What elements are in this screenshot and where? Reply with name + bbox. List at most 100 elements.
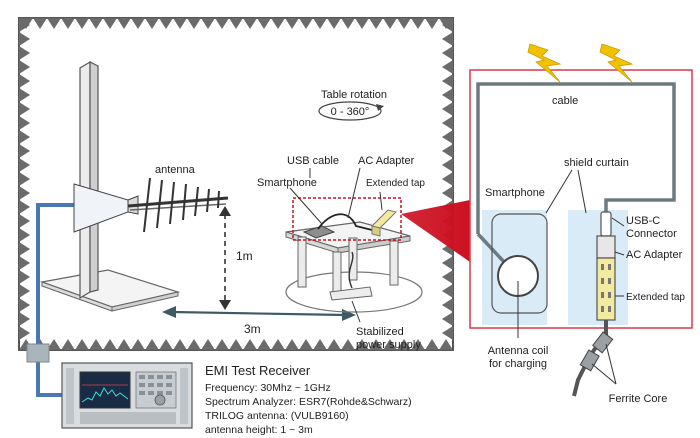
eut-setup	[292, 197, 402, 241]
absorber-wedge	[442, 186, 453, 200]
absorber-wedge	[442, 326, 453, 340]
absorber-wedge	[19, 214, 30, 228]
lightning-icon	[599, 43, 634, 83]
absorber-wedge	[19, 74, 30, 88]
absorber-wedge	[442, 60, 453, 74]
absorber-wedge	[425, 339, 439, 350]
absorber-wedge	[229, 18, 243, 29]
ferrite-core-icon	[592, 331, 614, 354]
absorber-wedge	[19, 130, 30, 144]
absorber-wedge	[411, 339, 425, 350]
height-label: 1m	[236, 249, 253, 263]
table-rotation-icon	[318, 101, 384, 121]
absorber-wedge	[187, 339, 201, 350]
detail-ac-adapter-label: AC Adapter	[626, 249, 683, 261]
absorber-wedge	[75, 18, 89, 29]
chamber-leaders	[289, 167, 383, 323]
absorber-wedge	[285, 18, 299, 29]
absorber-wedge	[442, 74, 453, 88]
absorber-wedge	[442, 270, 453, 284]
receiver-line-1: Spectrum Analyzer: ESR7(Rohde&Schwarz)	[205, 396, 412, 408]
absorber-wedge	[271, 339, 285, 350]
absorber-wedge	[201, 18, 215, 29]
absorber-wedge	[341, 18, 355, 29]
absorber-wedge	[442, 102, 453, 116]
absorber-wedge	[369, 339, 383, 350]
antenna-coil-label-1: Antenna coil	[488, 345, 549, 357]
absorber-wedge	[271, 18, 285, 29]
absorber-wedge	[145, 339, 159, 350]
absorber-wedge	[19, 270, 30, 284]
shield-curtain-label: shield curtain	[564, 157, 629, 169]
distance-label: 3m	[244, 322, 261, 336]
detail-extended-tap-label: Extended tap	[626, 292, 685, 303]
absorber-wedge	[19, 172, 30, 186]
absorber-wedge	[442, 46, 453, 60]
absorber-wedge	[19, 144, 30, 158]
detail-smartphone	[491, 213, 548, 314]
absorber-wedge	[19, 326, 30, 340]
absorber-wedge	[442, 158, 453, 172]
absorber-wedge	[117, 339, 131, 350]
absorber-wedge	[215, 339, 229, 350]
receiver-title: EMI Test Receiver	[205, 363, 311, 378]
absorber-wedge	[33, 18, 47, 29]
power-cable	[572, 320, 614, 397]
usbc-label-2: Connector	[626, 228, 677, 240]
absorber-wedge	[19, 284, 30, 298]
absorber-wedge	[229, 339, 243, 350]
usbc-label-1: USB-C	[626, 215, 660, 227]
absorber-wedge	[19, 102, 30, 116]
usb-cable-label: USB cable	[287, 155, 339, 167]
absorber-wedge	[19, 298, 30, 312]
absorber-wedge	[201, 339, 215, 350]
absorber-wedge	[103, 18, 117, 29]
absorber-wedge	[89, 18, 103, 29]
lightning-icons	[527, 43, 634, 83]
absorber-wedge	[439, 339, 453, 350]
absorber-wedge	[442, 18, 453, 32]
absorber-wedge	[442, 88, 453, 102]
absorber-wedges	[19, 18, 453, 350]
absorber-wedge	[19, 158, 30, 172]
absorber-wedge	[442, 312, 453, 326]
table-rotation-range: 0 - 360°	[331, 106, 370, 118]
absorber-wedge	[145, 18, 159, 29]
receiver-line-2: TRILOG antenna: (VULB9160)	[205, 410, 349, 422]
absorber-wedge	[397, 18, 411, 29]
absorber-wedge	[442, 144, 453, 158]
absorber-wedge	[355, 18, 369, 29]
table-rotation-label: Table rotation	[321, 89, 387, 101]
absorber-wedge	[369, 18, 383, 29]
absorber-wedge	[341, 339, 355, 350]
absorber-wedge	[285, 339, 299, 350]
absorber-wedge	[173, 18, 187, 29]
absorber-wedge	[327, 339, 341, 350]
absorber-wedge	[442, 256, 453, 270]
ac-adapter-label: AC Adapter	[358, 155, 415, 167]
absorber-wedge	[243, 339, 257, 350]
absorber-wedge	[19, 88, 30, 102]
absorber-wedge	[47, 18, 61, 29]
ferrite-core-label: Ferrite Core	[609, 393, 668, 405]
absorber-wedge	[19, 18, 30, 32]
absorber-wedge	[19, 228, 30, 242]
absorber-wedge	[383, 339, 397, 350]
absorber-wedge	[313, 18, 327, 29]
absorber-wedge	[19, 200, 30, 214]
absorber-wedge	[355, 339, 369, 350]
absorber-wedge	[215, 18, 229, 29]
stabilized-power-label-2: power supply	[356, 339, 421, 351]
absorber-wedge	[61, 339, 75, 350]
absorber-wedge	[411, 18, 425, 29]
absorber-wedge	[442, 298, 453, 312]
receiver-line-0: Frequency: 30Mhz ~ 1GHz	[205, 382, 331, 394]
absorber-wedge	[173, 339, 187, 350]
absorber-wedge	[257, 339, 271, 350]
absorber-wedge	[442, 130, 453, 144]
absorber-wedge	[299, 18, 313, 29]
absorber-wedge	[442, 284, 453, 298]
absorber-wedge	[19, 186, 30, 200]
absorber-wedge	[299, 339, 313, 350]
